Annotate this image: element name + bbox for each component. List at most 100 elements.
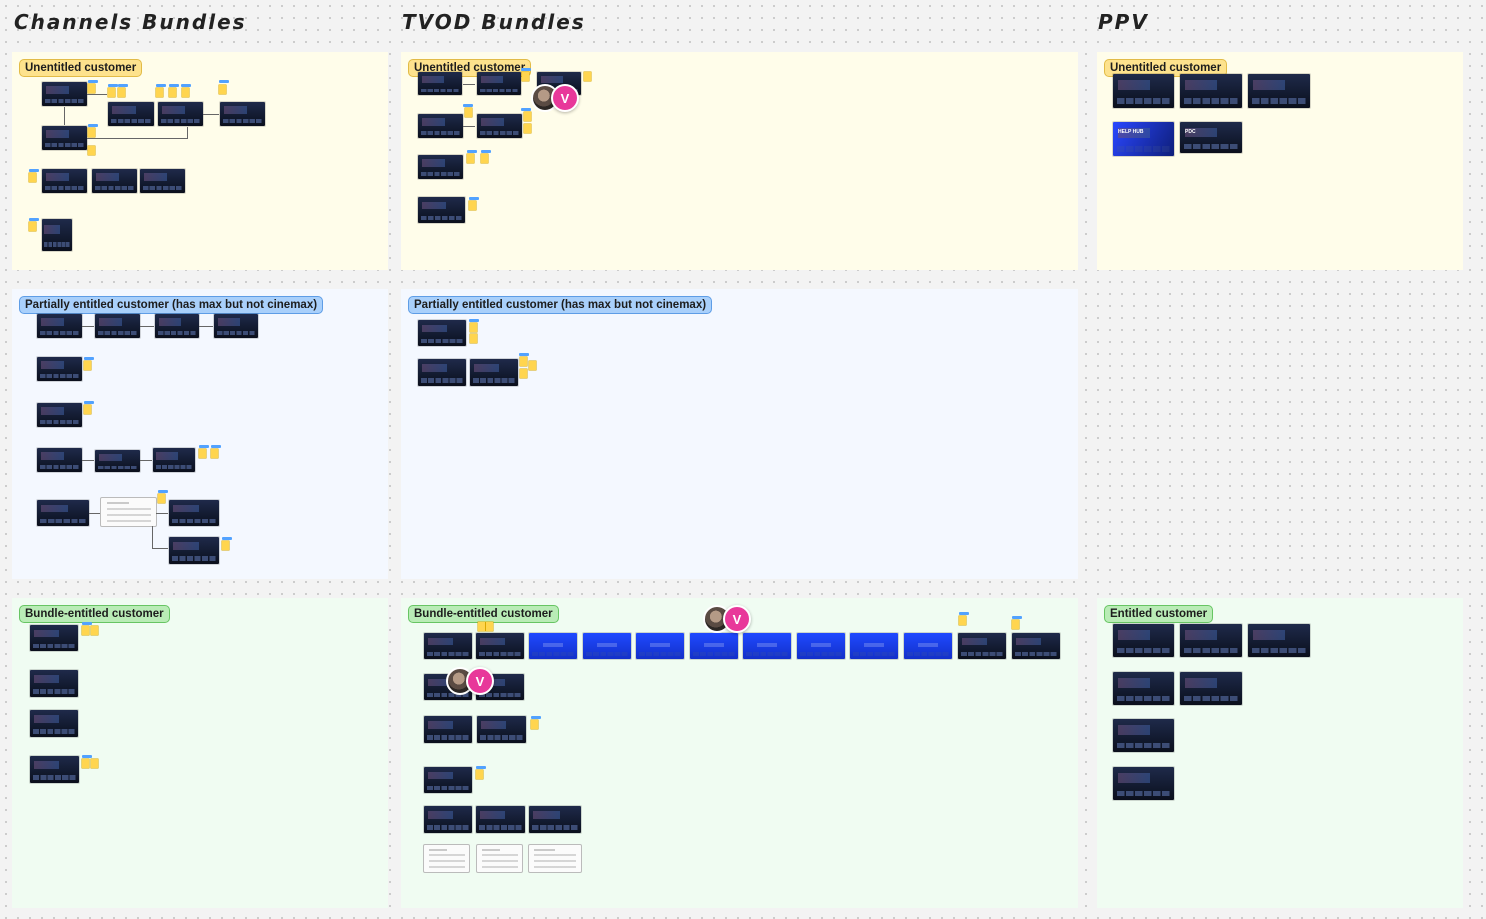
section-tvod-partial[interactable]: Partially entitled customer (has max but… xyxy=(401,289,1078,579)
sticky-note[interactable] xyxy=(169,88,176,97)
sticky-note[interactable] xyxy=(222,541,229,550)
screen-thumbnail[interactable] xyxy=(42,126,87,150)
sticky-note[interactable] xyxy=(118,88,125,97)
sticky-note[interactable] xyxy=(529,361,536,370)
screen-thumbnail[interactable] xyxy=(140,169,185,193)
sticky-note[interactable] xyxy=(584,72,591,81)
screen-thumbnail[interactable] xyxy=(418,320,466,346)
screen-thumbnail[interactable] xyxy=(30,710,78,737)
screen-thumbnail[interactable] xyxy=(37,357,82,381)
section-ppv-unentitled[interactable]: Unentitled customer HELP HUB PDC xyxy=(1097,52,1463,270)
screen-thumbnail[interactable] xyxy=(220,102,265,126)
screen-thumbnail[interactable] xyxy=(477,72,521,95)
screen-thumbnail[interactable] xyxy=(169,500,219,526)
screen-thumbnail[interactable] xyxy=(95,314,140,338)
sticky-note[interactable] xyxy=(82,759,89,768)
sticky-note[interactable] xyxy=(470,323,477,332)
screen-thumbnail[interactable] xyxy=(37,500,89,526)
screen-thumbnail[interactable] xyxy=(1113,767,1174,800)
screen-thumbnail[interactable] xyxy=(529,633,577,659)
screen-thumbnail[interactable] xyxy=(92,169,137,193)
sticky-note[interactable] xyxy=(88,146,95,155)
screen-thumbnail[interactable] xyxy=(418,197,465,223)
sticky-note[interactable] xyxy=(29,222,36,231)
screen-thumbnail[interactable] xyxy=(101,498,156,526)
section-channels-partial[interactable]: Partially entitled customer (has max but… xyxy=(12,289,388,579)
sticky-note[interactable] xyxy=(91,626,98,635)
sticky-note[interactable] xyxy=(524,124,531,133)
sticky-note[interactable] xyxy=(520,369,527,378)
screen-thumbnail[interactable] xyxy=(690,633,738,659)
screen-thumbnail[interactable] xyxy=(214,314,258,338)
screen-thumbnail[interactable] xyxy=(153,448,195,472)
screen-thumbnail[interactable] xyxy=(37,314,82,338)
sticky-note[interactable] xyxy=(486,622,493,631)
screen-thumbnail[interactable] xyxy=(418,114,463,138)
screen-thumbnail[interactable] xyxy=(583,633,631,659)
screen-thumbnail[interactable] xyxy=(1180,74,1242,108)
screen-thumbnail[interactable] xyxy=(30,756,79,783)
screen-thumbnail[interactable] xyxy=(42,169,87,193)
screen-thumbnail[interactable] xyxy=(37,448,82,472)
screen-thumbnail[interactable] xyxy=(476,633,524,659)
screen-thumbnail[interactable] xyxy=(418,359,466,386)
sticky-note[interactable] xyxy=(478,622,485,631)
screen-thumbnail[interactable] xyxy=(95,450,140,472)
screen-thumbnail[interactable] xyxy=(42,82,87,106)
sticky-note[interactable] xyxy=(158,494,165,503)
sticky-note[interactable] xyxy=(470,334,477,343)
screen-thumbnail[interactable] xyxy=(477,114,522,138)
screen-thumbnail[interactable]: PDC xyxy=(1180,122,1242,153)
screen-thumbnail[interactable] xyxy=(743,633,791,659)
section-channels-bundle-entitled[interactable]: Bundle-entitled customer xyxy=(12,598,388,908)
screen-thumbnail[interactable]: HELP HUB xyxy=(1113,122,1174,156)
screen-thumbnail[interactable] xyxy=(477,716,526,743)
sticky-note[interactable] xyxy=(199,449,206,458)
sticky-note[interactable] xyxy=(469,201,476,210)
screen-thumbnail[interactable] xyxy=(1113,719,1174,752)
sticky-note[interactable] xyxy=(211,449,218,458)
section-tvod-unentitled[interactable]: Unentitled customer V xyxy=(401,52,1078,270)
screen-thumbnail[interactable] xyxy=(169,537,219,564)
screen-thumbnail[interactable] xyxy=(904,633,952,659)
screen-thumbnail[interactable] xyxy=(1113,672,1174,705)
sticky-note[interactable] xyxy=(476,770,483,779)
section-tvod-bundle-entitled[interactable]: Bundle-entitled customer V V xyxy=(401,598,1078,908)
screen-thumbnail[interactable] xyxy=(424,633,472,659)
screen-thumbnail[interactable] xyxy=(476,806,525,833)
sticky-note[interactable] xyxy=(531,720,538,729)
screen-thumbnail[interactable] xyxy=(42,219,72,251)
sticky-note[interactable] xyxy=(82,626,89,635)
screen-thumbnail[interactable] xyxy=(424,767,472,793)
screen-thumbnail[interactable] xyxy=(529,845,581,872)
screen-thumbnail[interactable] xyxy=(529,806,581,833)
sticky-note[interactable] xyxy=(1012,620,1019,629)
screen-thumbnail[interactable] xyxy=(30,670,78,697)
screen-thumbnail[interactable] xyxy=(424,716,472,743)
screen-thumbnail[interactable] xyxy=(1113,74,1174,108)
sticky-note[interactable] xyxy=(91,759,98,768)
sticky-note[interactable] xyxy=(481,154,488,163)
sticky-note[interactable] xyxy=(465,108,472,117)
screen-thumbnail[interactable] xyxy=(108,102,154,126)
screen-thumbnail[interactable] xyxy=(1012,633,1060,659)
screen-thumbnail[interactable] xyxy=(30,625,78,651)
screen-thumbnail[interactable] xyxy=(958,633,1006,659)
section-ppv-entitled[interactable]: Entitled customer xyxy=(1097,598,1463,908)
screen-thumbnail[interactable] xyxy=(1248,74,1310,108)
screen-thumbnail[interactable] xyxy=(424,806,472,833)
sticky-note[interactable] xyxy=(84,361,91,370)
screen-thumbnail[interactable] xyxy=(797,633,845,659)
sticky-note[interactable] xyxy=(520,357,527,366)
screen-thumbnail[interactable] xyxy=(424,845,469,872)
screen-thumbnail[interactable] xyxy=(37,403,82,427)
screen-thumbnail[interactable] xyxy=(418,155,463,179)
sticky-note[interactable] xyxy=(156,88,163,97)
sticky-note[interactable] xyxy=(29,173,36,182)
screen-thumbnail[interactable] xyxy=(1180,624,1242,657)
screen-thumbnail[interactable] xyxy=(850,633,898,659)
screen-thumbnail[interactable] xyxy=(1113,624,1174,657)
sticky-note[interactable] xyxy=(959,616,966,625)
sticky-note[interactable] xyxy=(219,85,226,94)
sticky-note[interactable] xyxy=(522,72,529,81)
